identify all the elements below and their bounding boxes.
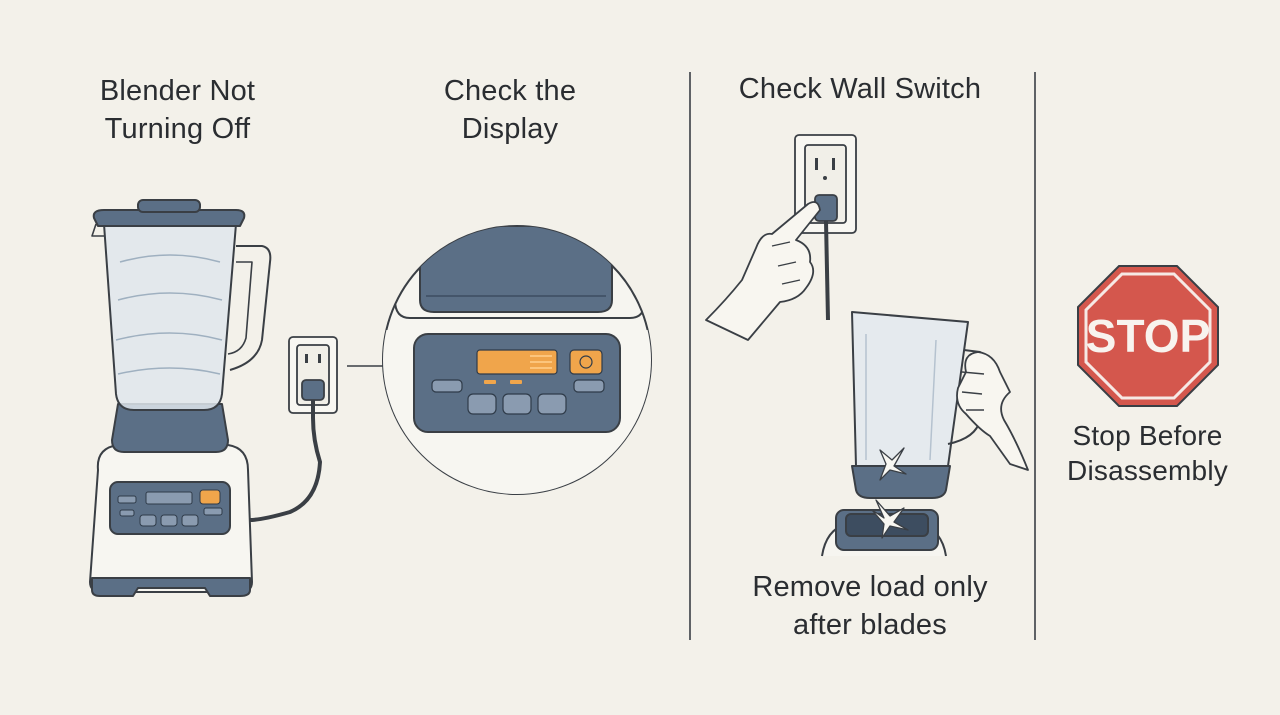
blender-jar-icon xyxy=(851,311,988,499)
hand-icon xyxy=(705,201,821,341)
control-panel-icon xyxy=(382,225,652,495)
display-title-line-2: Display xyxy=(461,113,559,145)
switch-caption-line-1: Remove load only xyxy=(752,571,988,603)
stop-caption-line-1: Stop Before xyxy=(1072,420,1223,451)
display-title-line-1: Check the xyxy=(443,75,577,107)
switch-caption: Remove load only after blades xyxy=(720,568,1020,644)
stop-sign-text: STOP xyxy=(1086,310,1210,362)
switch-title-line-1: Check Wall Switch xyxy=(738,73,982,105)
blender-title-line-1: Blender Not xyxy=(99,75,256,107)
switch-caption-line-2: after blades xyxy=(793,609,947,641)
display-title: Check the Display xyxy=(400,72,620,148)
switch-title: Check Wall Switch xyxy=(700,70,1020,108)
stop-sign-icon: STOP xyxy=(1077,265,1219,407)
stop-caption: Stop Before Disassembly xyxy=(1045,418,1250,488)
blender-title-line-2: Turning Off xyxy=(104,113,251,145)
plug-icon xyxy=(249,379,325,522)
hand-icon xyxy=(956,351,1029,471)
stop-caption-line-2: Disassembly xyxy=(1067,455,1228,486)
plug-icon xyxy=(814,194,838,321)
blender-title: Blender Not Turning Off xyxy=(60,72,295,148)
blade-icon xyxy=(821,499,947,557)
blender-icon xyxy=(89,199,272,597)
